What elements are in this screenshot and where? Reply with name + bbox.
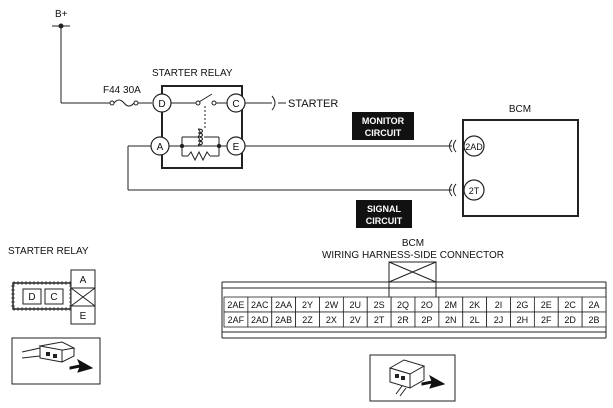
monitor-line2: CIRCUIT — [365, 128, 402, 138]
bcm-connector-illustration — [369, 354, 456, 402]
connector-pin-label: 2E — [541, 300, 552, 310]
connector-pin-label: 2AC — [251, 300, 269, 310]
bcm-pin-2ad-label: 2AD — [465, 142, 483, 152]
connector-pin-label: 2P — [421, 315, 432, 325]
connector-pin-label: 2T — [374, 315, 385, 325]
relay-switch — [171, 93, 227, 128]
connector-pin-label: 2H — [517, 315, 529, 325]
connector-pin-label: 2U — [350, 300, 362, 310]
connector-pin-label: 2I — [495, 300, 503, 310]
connector-pin-label: 2AF — [228, 315, 245, 325]
bcm-connector-grid: 2AE 2AC 2AA 2Y 2W 2U 2S 2Q 2O 2M 2K 2I 2G 2E 2C 2A 2AF 2A… — [223, 296, 607, 328]
connector-pin-label: 2D — [564, 315, 576, 325]
connector-pin-label: 2AB — [275, 315, 292, 325]
signal-line1: SIGNAL — [367, 204, 402, 214]
connector-pin-label: 2C — [564, 300, 576, 310]
relay-connector-title: STARTER RELAY — [8, 246, 89, 257]
starter-output: STARTER — [245, 95, 338, 111]
connector-pin-cell — [581, 311, 607, 328]
connector-pin-label: 2AD — [251, 315, 269, 325]
relay-connector-illustration — [11, 337, 101, 385]
connector-pin-label: 2L — [470, 315, 480, 325]
connector-pin-label: 2Q — [397, 300, 409, 310]
arrow-icon — [421, 374, 446, 389]
signal-wire — [127, 145, 457, 197]
connector-pin-label: 2R — [397, 315, 409, 325]
relay-connector: STARTER RELAY D C A E — [8, 246, 96, 325]
connector-pin-label: 2K — [469, 300, 480, 310]
relay-connector-pin-c: C — [50, 292, 57, 303]
connector-pin-label: 2S — [374, 300, 385, 310]
relay-pin-d-label: D — [158, 99, 165, 110]
relay-connector-pin-e: E — [80, 311, 87, 322]
monitor-line1: MONITOR — [362, 116, 405, 126]
connector-pin-label: 2M — [445, 300, 458, 310]
connector-pin-label: 2G — [516, 300, 528, 310]
connector-pin-label: 2W — [325, 300, 339, 310]
relay-coil — [169, 128, 227, 162]
connector-pin-label: 2B — [589, 315, 600, 325]
starter-label: STARTER — [288, 98, 338, 110]
connector-pin-label: 2X — [326, 315, 337, 325]
connector-pin-label: 2J — [494, 315, 504, 325]
connector-pin-label: 2A — [589, 300, 600, 310]
power-label: B+ — [55, 9, 68, 20]
connector-pin-label: 2AA — [275, 300, 292, 310]
relay-connector-pin-a: A — [80, 275, 87, 286]
monitor-circuit-badge: MONITOR CIRCUIT — [352, 112, 414, 140]
connector-pin-label: 2Y — [302, 300, 313, 310]
fuse-label: F44 30A — [103, 85, 141, 96]
bcm-pin-2t — [463, 179, 485, 201]
bcm-connector: BCM WIRING HARNESS-SIDE CONNECTOR 2AE 2AC… — [221, 238, 607, 339]
relay-pin-a-label: A — [157, 142, 164, 153]
relay-pin-c-label: C — [232, 99, 239, 110]
bcm-pin-2ad — [463, 135, 485, 157]
starter-relay: STARTER RELAY D C A E — [150, 68, 246, 169]
relay-title: STARTER RELAY — [152, 68, 233, 79]
bcm-title: BCM — [509, 104, 531, 115]
fuse: F44 30A — [103, 85, 152, 107]
bcm-module: BCM 2AD 2T — [462, 104, 579, 217]
relay-connector-pin-d: D — [28, 292, 35, 303]
connector-pin-label: 2N — [445, 315, 457, 325]
arrow-icon — [69, 358, 94, 373]
bcm-connector-title-line1: BCM — [402, 238, 424, 249]
relay-pin-e-label: E — [233, 142, 240, 153]
signal-line2: CIRCUIT — [366, 216, 403, 226]
connector-pin-label: 2F — [541, 315, 552, 325]
bcm-pin-2t-label: 2T — [469, 186, 480, 196]
monitor-wire — [245, 139, 457, 153]
connector-pin-label: 2O — [421, 300, 433, 310]
connector-pin-label: 2V — [350, 315, 361, 325]
bcm-connector-title-line2: WIRING HARNESS-SIDE CONNECTOR — [322, 250, 504, 261]
connector-pin-label: 2AE — [227, 300, 244, 310]
signal-circuit-badge: SIGNAL CIRCUIT — [356, 200, 412, 228]
connector-pin-label: 2Z — [302, 315, 313, 325]
power-supply: B+ — [52, 9, 110, 104]
